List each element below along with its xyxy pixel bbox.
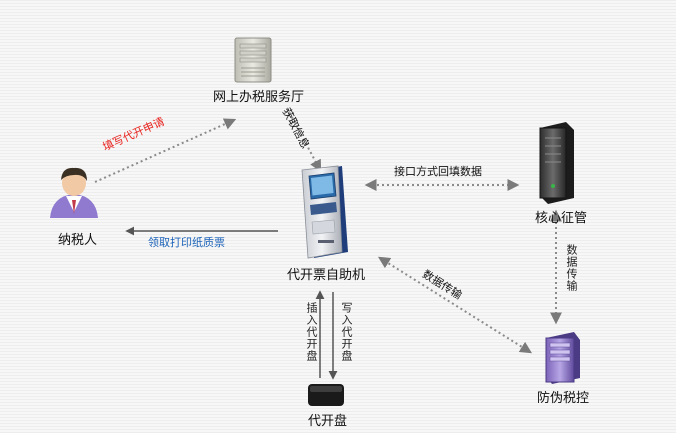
node-label-disk: 代开盘 [308, 414, 348, 429]
edge-label-data-transfer-right: 数据传输 [565, 244, 578, 292]
disk-icon [308, 384, 344, 406]
edge-fill-request [94, 118, 237, 183]
node-label-core: 核心征管 [535, 211, 588, 226]
edge-data-transfer-left [377, 256, 533, 354]
edge-label-receive-invoice: 领取打印纸质票 [148, 236, 225, 249]
edge-label-write-disk: 写入代开盘 [340, 302, 353, 362]
edge-label-interface-backfill: 接口方式回填数据 [394, 165, 482, 178]
edge-get-info [286, 107, 322, 173]
node-label-kiosk: 代开票自助机 [287, 268, 366, 283]
node-label-online-hall: 网上办税服务厅 [213, 90, 305, 105]
node-label-taxpayer: 纳税人 [58, 233, 98, 248]
kiosk-icon [301, 165, 348, 259]
dark-server-icon [539, 122, 574, 204]
purple-server-icon [545, 332, 580, 384]
server-tower-icon [234, 37, 272, 83]
person-icon [50, 167, 98, 218]
edge-label-insert-disk: 插入代开盘 [305, 302, 318, 362]
node-label-anti-fraud: 防伪税控 [537, 391, 590, 406]
